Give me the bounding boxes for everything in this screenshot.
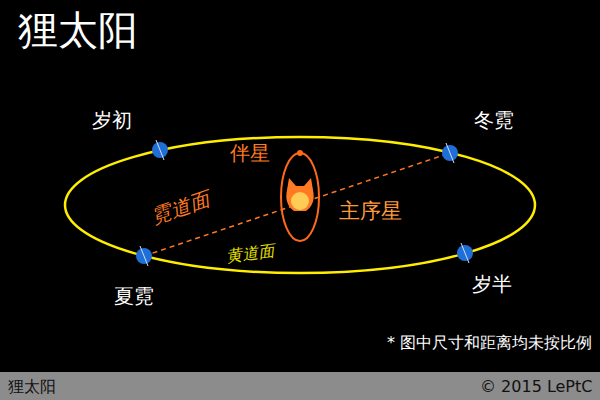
- plane-label: 霓道面: [146, 186, 214, 230]
- orbit-illustration: [0, 0, 600, 372]
- planet-label: 夏霓: [114, 284, 154, 308]
- planet-suichu: [152, 140, 168, 160]
- ecliptic-orbit: [65, 137, 535, 273]
- scale-note: * 图中尺寸和距离均未按比例: [387, 333, 592, 352]
- star-label: 伴星: [230, 141, 270, 165]
- planet-label: 岁初: [92, 108, 132, 132]
- planet-label: 岁半: [472, 272, 512, 296]
- nidao-plane-line: [144, 153, 450, 256]
- planet-suiban: [457, 243, 473, 263]
- planet-xiani: [136, 246, 152, 266]
- companion-star: [297, 150, 303, 156]
- planet-label: 冬霓: [474, 108, 514, 132]
- star-label: 主序星: [339, 199, 402, 224]
- main-sequence-star: [291, 192, 309, 210]
- companion-orbit: [281, 153, 319, 241]
- diagram-title: 狸太阳: [18, 6, 138, 54]
- plane-label: 黄道面: [223, 240, 277, 266]
- cat-sun-shape: [286, 178, 313, 211]
- copyright: © 2015 LePtC: [480, 377, 592, 396]
- planet-dongni: [442, 143, 458, 163]
- footer-title: 狸太阳: [8, 377, 56, 396]
